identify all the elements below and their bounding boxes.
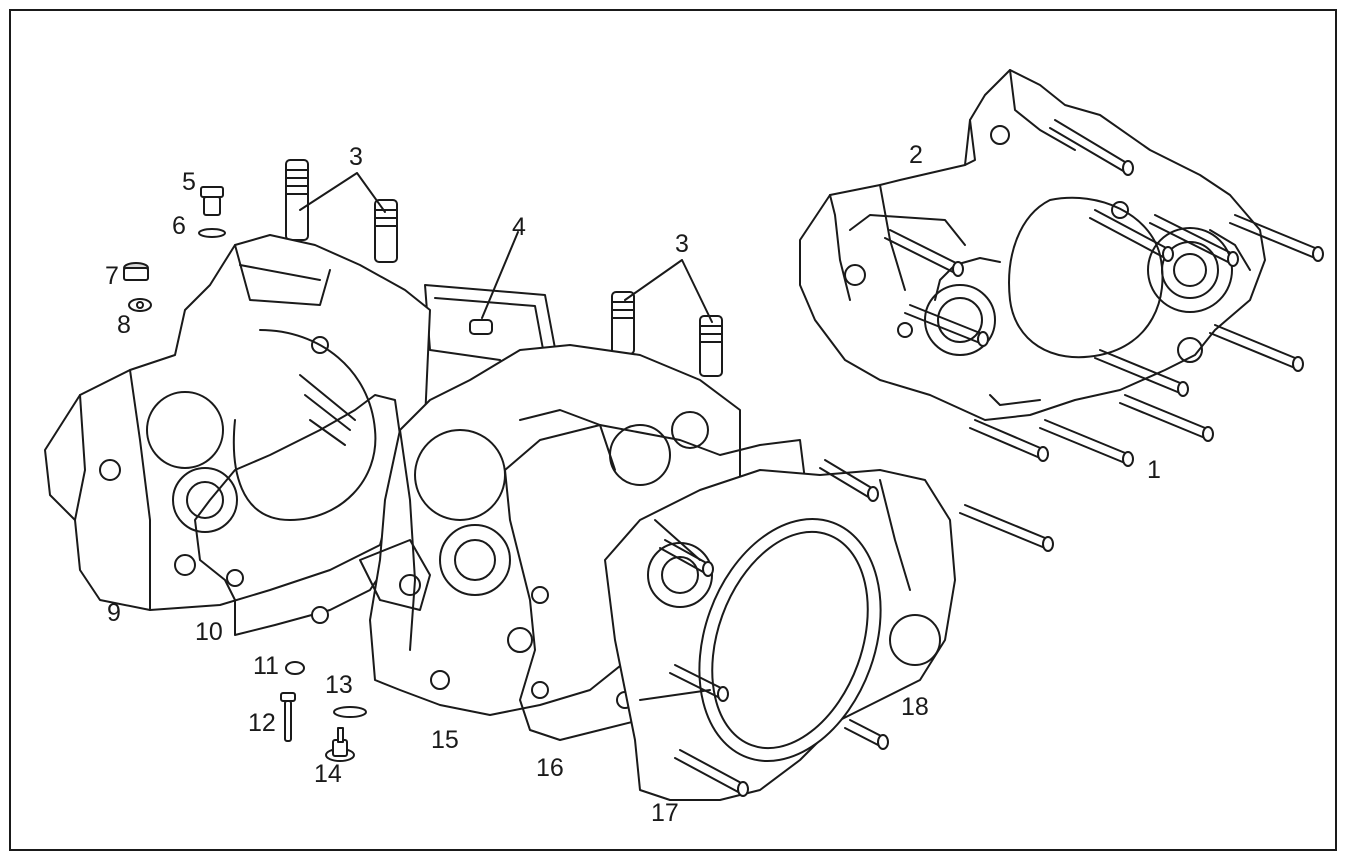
- callout-label-6: 6: [172, 212, 186, 240]
- callout-label-1: 1: [1147, 456, 1161, 484]
- callout-label-10: 10: [195, 618, 223, 646]
- clutch-cover: [604, 469, 956, 801]
- callout-label-2: 2: [909, 141, 923, 169]
- callout-label-12: 12: [248, 709, 276, 737]
- callout-label-3b: 3: [675, 230, 689, 258]
- cover-bolts: [659, 459, 889, 797]
- small-parts-lower-left: [280, 661, 367, 762]
- callout-label-9: 9: [107, 599, 121, 627]
- callout-label-17: 17: [651, 799, 679, 827]
- callout-label-15: 15: [431, 726, 459, 754]
- callout-label-3a: 3: [349, 143, 363, 171]
- callout-label-14: 14: [314, 760, 342, 788]
- callout-label-13: 13: [325, 671, 353, 699]
- callout-label-5: 5: [182, 168, 196, 196]
- callout-label-4: 4: [512, 213, 526, 241]
- callout-label-18: 18: [901, 693, 929, 721]
- small-parts-upper-left: [123, 186, 226, 312]
- dowel-pins: [285, 159, 723, 377]
- crankcase-bolts: [884, 119, 1324, 552]
- callout-label-16: 16: [536, 754, 564, 782]
- callout-label-8: 8: [117, 311, 131, 339]
- callout-label-11: 11: [253, 652, 279, 680]
- leader-lines: [299, 172, 713, 323]
- callout-label-7: 7: [105, 262, 119, 290]
- left-crankcase-half: [44, 234, 431, 611]
